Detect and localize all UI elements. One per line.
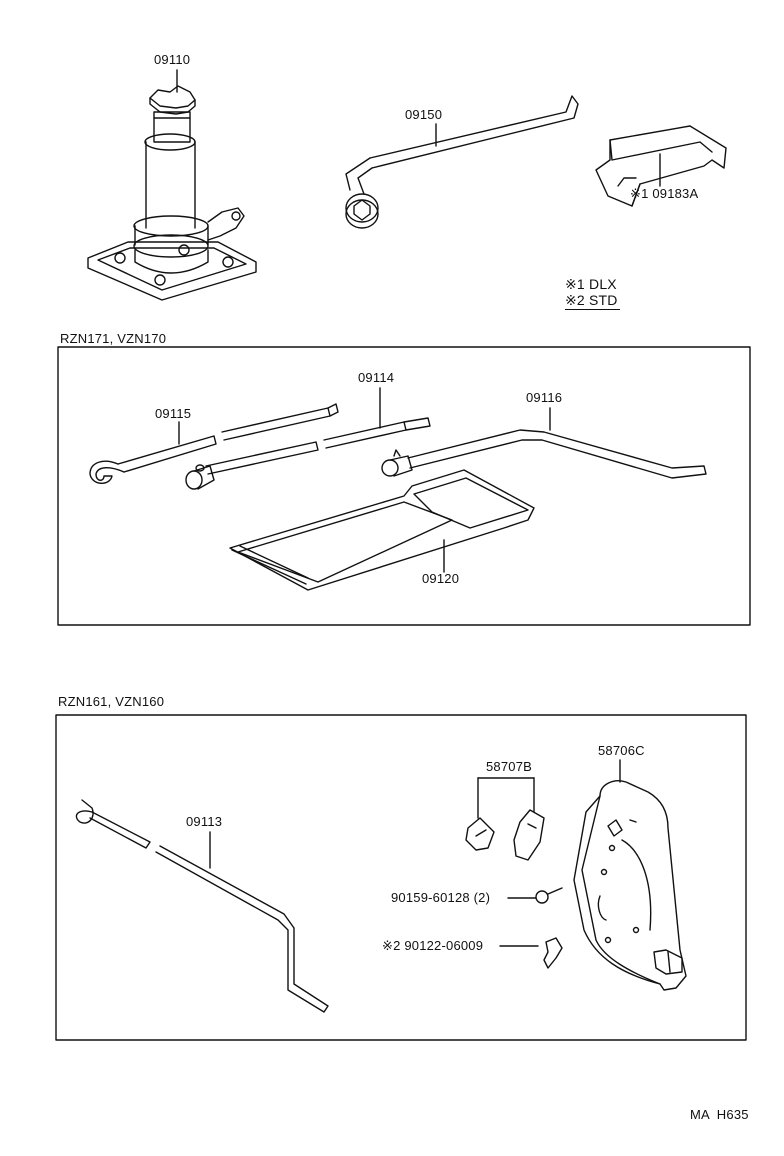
section-title-lower: RZN161, VZN160 (58, 694, 165, 709)
part-label-bolt: 90159-60128 (2) (391, 890, 491, 905)
part-label-jack: 09110 (154, 52, 191, 67)
lower-section-frame (55, 714, 747, 1041)
part-label-jack-handle-2: 09116 (526, 390, 563, 405)
extension-bar-drawing (185, 387, 431, 490)
part-label-tool-bag: 09120 (422, 571, 460, 586)
footer-code: MA H635 (690, 1107, 749, 1122)
jack-drawing (87, 69, 257, 301)
wing-nut-drawing (499, 937, 563, 969)
bolt-drawing (507, 887, 563, 904)
part-label-wing-nut: ※2 90122-06009 (382, 938, 484, 953)
jack-handle-drawing (345, 95, 579, 229)
upper-section-frame (57, 346, 751, 626)
part-label-extension-bar: 09114 (358, 370, 395, 385)
jack-handle-3-drawing (75, 799, 329, 1013)
holder-drawing (573, 759, 687, 991)
tool-bag-drawing (229, 469, 535, 591)
part-label-wrench: 09115 (155, 406, 192, 421)
legend-dlx: ※1 DLX (565, 276, 617, 292)
part-label-holder: 58706C (598, 743, 645, 758)
part-label-jack-handle-3: 09113 (186, 814, 223, 829)
part-label-bracket: ※1 09183A (630, 186, 699, 201)
wrench-drawing (89, 403, 339, 484)
bracket-drawing (595, 125, 727, 207)
jack-handle-2-drawing (381, 407, 707, 479)
part-label-jack-handle: 09150 (405, 107, 443, 122)
legend-std: ※2 STD (565, 292, 620, 310)
part-label-clamp: 58707B (486, 759, 533, 774)
section-title-upper: RZN171, VZN170 (60, 331, 167, 346)
clamp-drawing (465, 777, 545, 861)
